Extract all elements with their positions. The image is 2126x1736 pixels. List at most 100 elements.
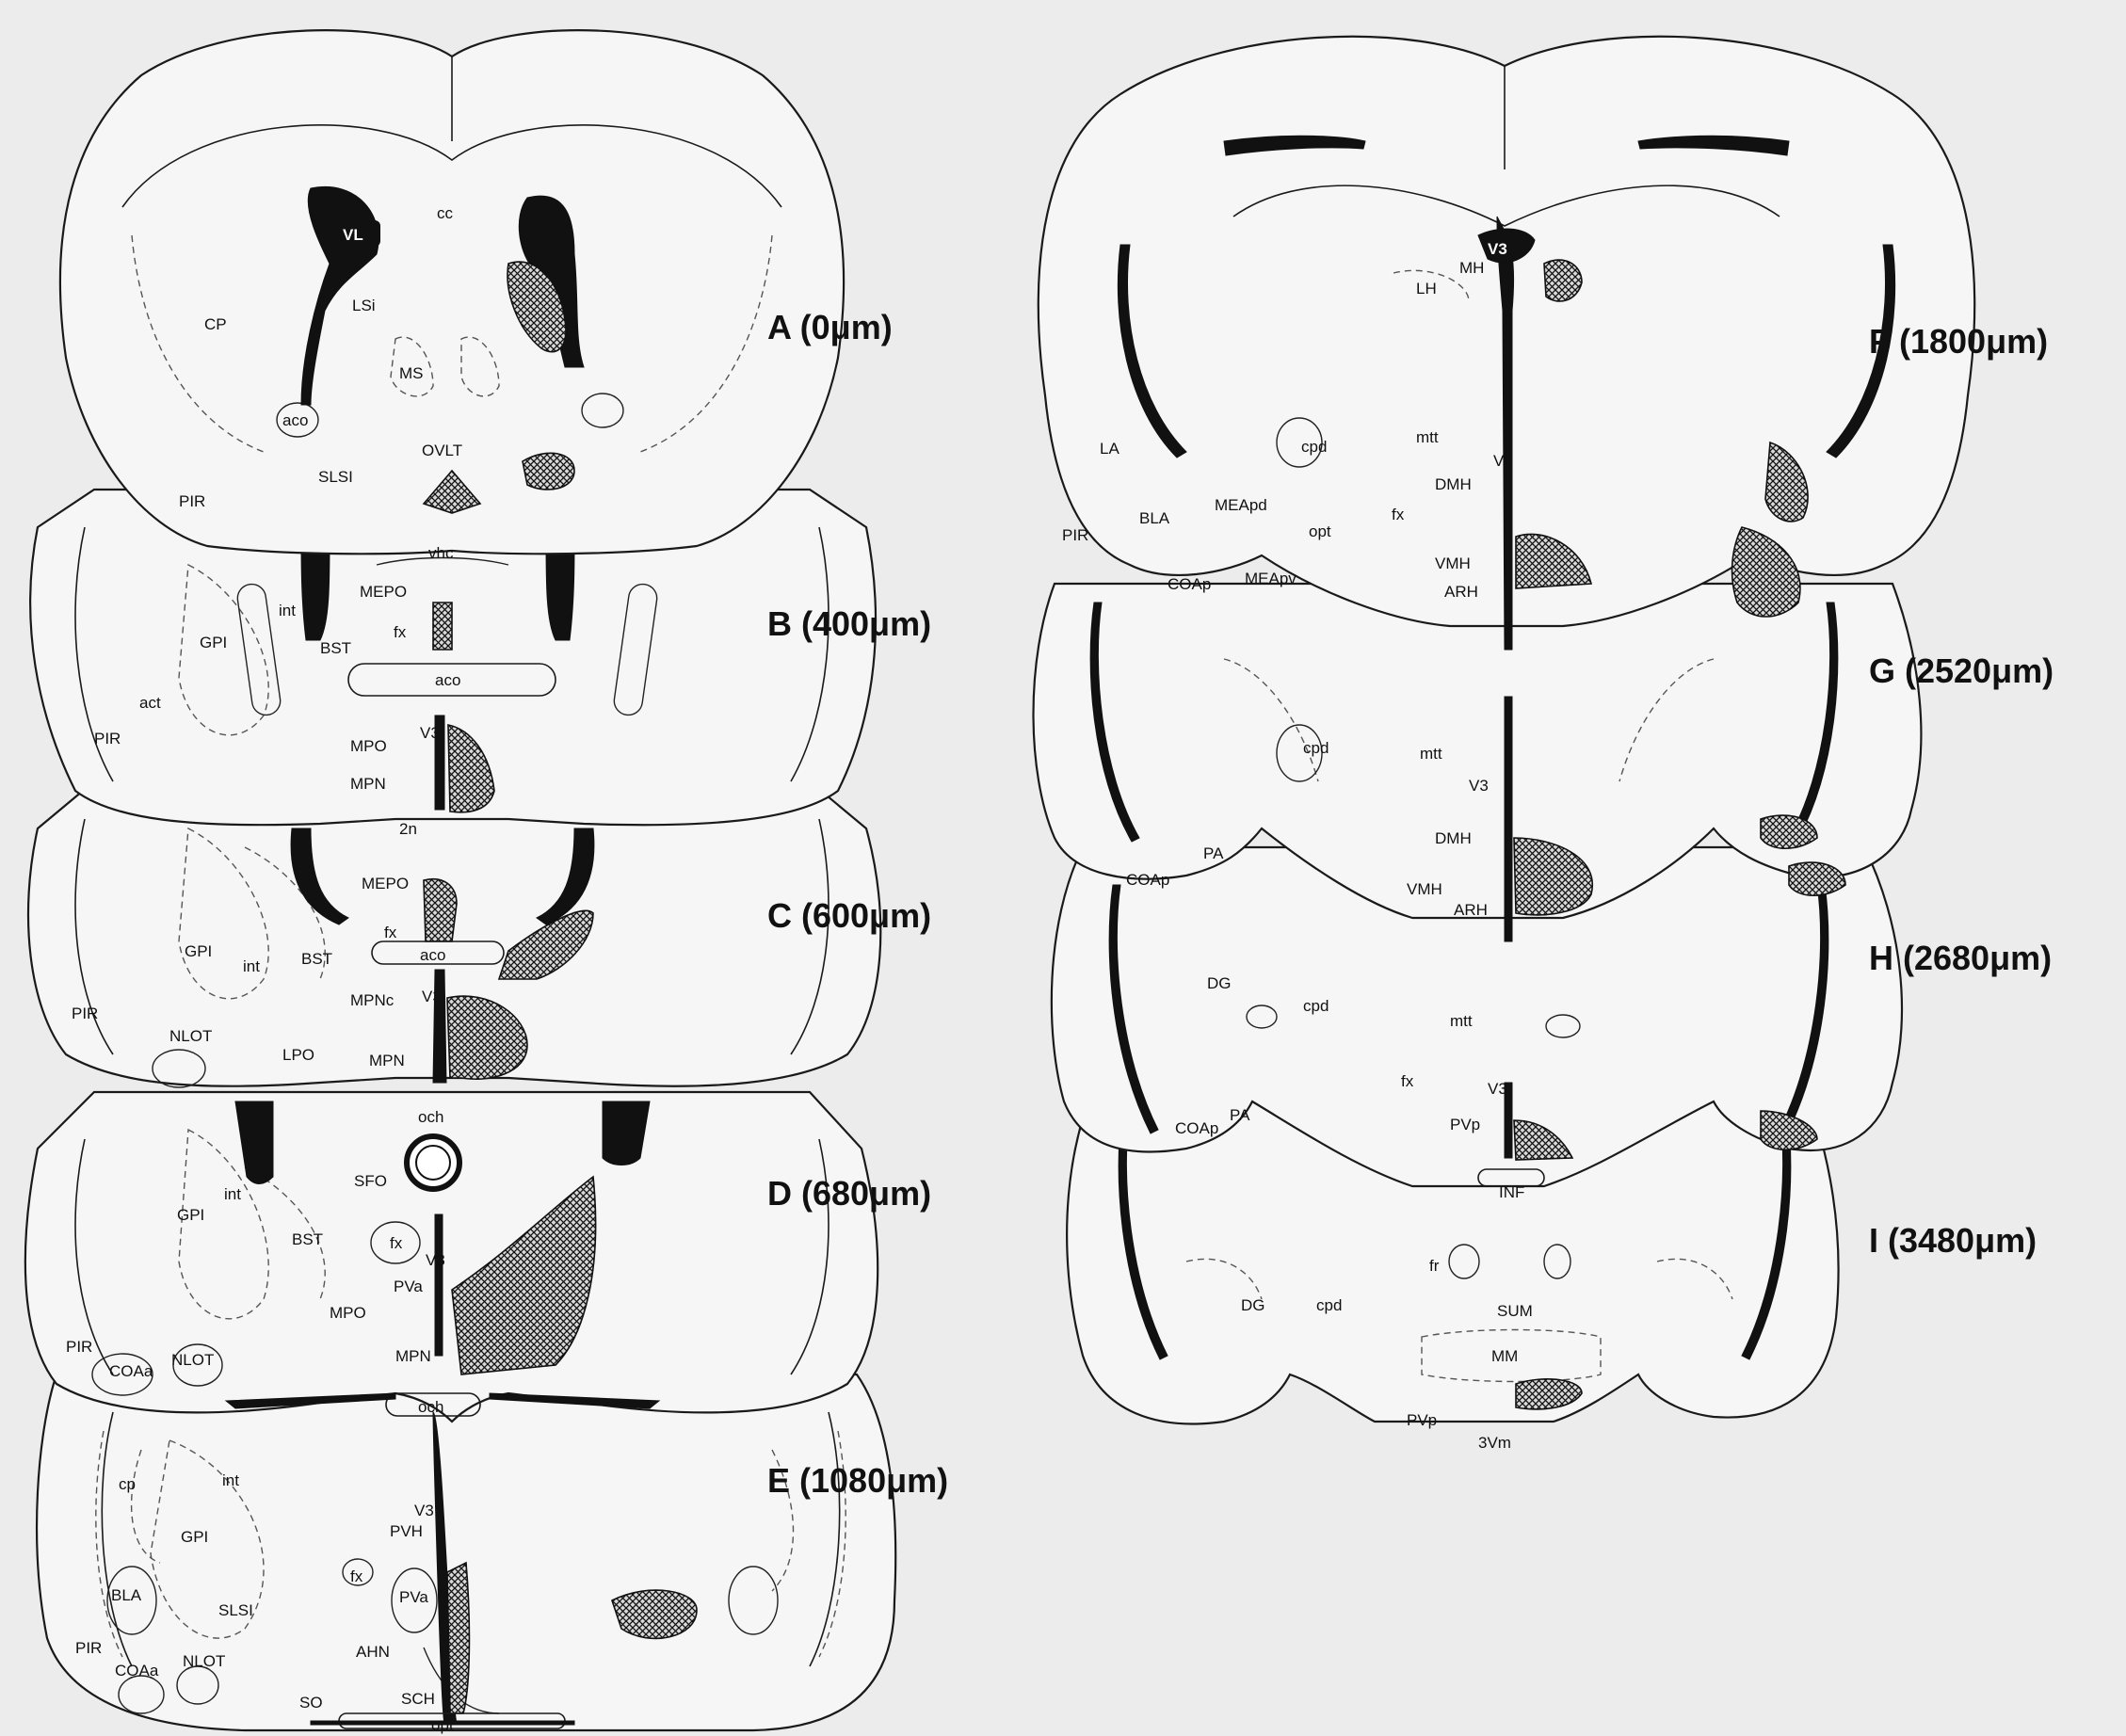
label: mtt: [1416, 428, 1439, 446]
label: MEPO: [362, 875, 409, 892]
label: DG: [1241, 1296, 1265, 1314]
label: V3: [426, 1251, 445, 1269]
label: BLA: [111, 1586, 142, 1604]
label: GPI: [177, 1206, 204, 1224]
label: int: [243, 957, 260, 975]
label: VL: [343, 226, 363, 244]
label: cpd: [1301, 438, 1327, 456]
label: ARH: [1444, 583, 1478, 601]
label: PIR: [179, 492, 205, 510]
label: SLSI: [218, 1601, 253, 1619]
label: MPN: [350, 775, 386, 793]
label: och: [418, 1398, 443, 1416]
label: MPO: [330, 1304, 366, 1322]
section-h-title: H (2680μm): [1869, 939, 2052, 977]
label: PIR: [1062, 526, 1088, 544]
section-g-title: G (2520μm): [1869, 651, 2054, 690]
label: GPI: [200, 634, 227, 651]
label: PIR: [75, 1639, 102, 1657]
label: cpd: [1303, 739, 1329, 757]
label: NLOT: [169, 1027, 212, 1045]
label: fx: [390, 1234, 403, 1252]
label: aco: [282, 411, 308, 429]
label: LH: [1416, 280, 1437, 297]
label: V3: [422, 988, 442, 1005]
section-a-title: A (0μm): [767, 308, 893, 346]
label: MEPO: [360, 583, 407, 601]
label: V3: [420, 724, 440, 742]
label: AHN: [356, 1643, 390, 1661]
label: 3Vm: [1478, 1434, 1511, 1452]
label: SUM: [1497, 1302, 1533, 1320]
label: SLSI: [318, 468, 353, 486]
label: int: [222, 1471, 239, 1489]
label: MH: [1459, 259, 1484, 277]
label: mtt: [1450, 1012, 1473, 1030]
label: int: [279, 602, 296, 619]
label: CP: [204, 315, 227, 333]
label: PVH: [390, 1522, 423, 1540]
label: fx: [350, 1567, 363, 1585]
label: V3: [1488, 240, 1507, 258]
section-c-title: C (600μm): [767, 896, 931, 935]
label: vhc: [428, 544, 454, 562]
label: cpd: [1316, 1296, 1342, 1314]
label: V3: [1469, 777, 1489, 795]
label: opt: [1309, 522, 1331, 540]
section-c-drawing: [28, 781, 880, 1087]
label: aco: [435, 671, 460, 689]
label: COAa: [115, 1662, 159, 1680]
label: OVLT: [422, 442, 462, 459]
label: fx: [384, 924, 397, 941]
label: fx: [1392, 506, 1405, 523]
label: BLA: [1139, 509, 1170, 527]
label: DMH: [1435, 829, 1472, 847]
label: BST: [320, 639, 351, 657]
label: BST: [292, 1230, 323, 1248]
label: cpd: [1303, 997, 1329, 1015]
label: fr: [1429, 1257, 1440, 1275]
label: NLOT: [183, 1652, 225, 1670]
label: MS: [399, 364, 424, 382]
label: COAp: [1126, 871, 1169, 889]
label: PVp: [1407, 1411, 1437, 1429]
section-a-drawing: [60, 30, 844, 554]
label: GPI: [181, 1528, 208, 1546]
label: LSi: [352, 297, 376, 314]
label: MPO: [350, 737, 387, 755]
label: ARH: [1454, 901, 1488, 919]
label: act: [139, 694, 161, 712]
label: NLOT: [171, 1351, 214, 1369]
label: cc: [437, 204, 454, 222]
section-e-drawing: [37, 1374, 895, 1730]
label: PIR: [72, 1005, 98, 1022]
label: PVp: [1450, 1116, 1480, 1133]
section-e-title: E (1080μm): [767, 1461, 948, 1500]
label: PIR: [94, 730, 121, 747]
label: fx: [394, 623, 407, 641]
label: LPO: [282, 1046, 314, 1064]
label: MEApv: [1245, 570, 1297, 587]
label: PA: [1230, 1106, 1250, 1124]
label: LA: [1100, 440, 1119, 458]
label: PVa: [394, 1278, 423, 1295]
label: cp: [119, 1475, 136, 1493]
label: COAa: [109, 1362, 153, 1380]
label: MPN: [395, 1347, 431, 1365]
label: INF: [1499, 1183, 1524, 1201]
label: GPI: [185, 942, 212, 960]
section-d-title: D (680μm): [767, 1174, 931, 1213]
label: SO: [299, 1694, 323, 1712]
label: MPN: [369, 1052, 405, 1069]
label: V3: [1488, 1080, 1507, 1098]
label: int: [224, 1185, 241, 1203]
label: V3: [414, 1502, 434, 1519]
label: aco: [420, 946, 445, 964]
label: PIR: [66, 1338, 92, 1356]
label: SCH: [401, 1690, 435, 1708]
section-f-drawing: [1039, 37, 1974, 650]
section-b-title: B (400μm): [767, 604, 931, 643]
label: COAp: [1175, 1119, 1218, 1137]
label: DG: [1207, 974, 1232, 992]
